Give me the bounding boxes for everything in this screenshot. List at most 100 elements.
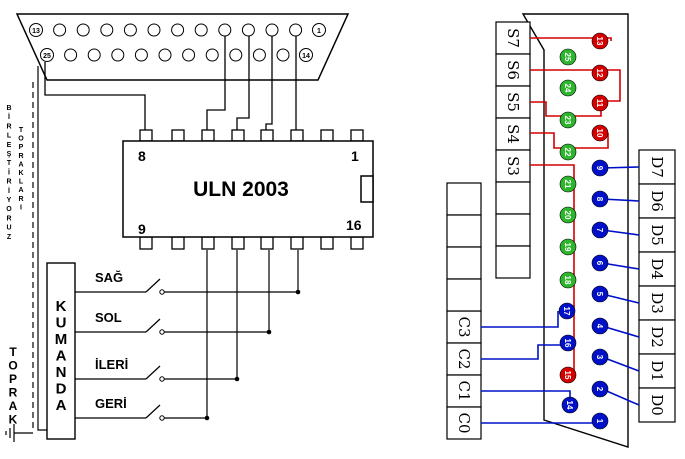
db25-bottom-row	[64, 48, 290, 62]
svg-text:12: 12	[595, 69, 604, 78]
svg-text:18: 18	[563, 276, 572, 285]
signal-wire	[481, 344, 566, 360]
control-empty-cell	[446, 182, 482, 216]
pin-6: 6	[591, 254, 609, 272]
db25-pin-hole	[64, 48, 78, 62]
controller-letter: N	[56, 364, 67, 381]
vertical-letter: R	[9, 386, 18, 400]
vertical-letter: Ş	[7, 151, 12, 158]
ic-name: ULN 2003	[193, 178, 289, 201]
signal-wire	[530, 132, 609, 149]
pin-7: 7	[591, 221, 609, 239]
vertical-letter: K	[9, 413, 18, 427]
controller-letter: M	[55, 331, 68, 348]
vertical-letter: O	[18, 136, 24, 143]
pin-11: 11	[591, 94, 609, 112]
svg-text:5: 5	[595, 292, 604, 297]
vertical-letter: T	[7, 160, 12, 167]
ic-pin	[139, 129, 153, 142]
ic-pin	[350, 129, 364, 142]
pin-19: 19	[559, 238, 577, 256]
pin-17: 17	[558, 302, 576, 320]
vertical-letter: L	[7, 133, 12, 140]
status-label-S7: S7	[504, 28, 522, 48]
vertical-letter: A	[9, 399, 18, 413]
vertical-letter: R	[18, 196, 23, 203]
ic-pin	[231, 236, 245, 250]
pin-15: 15	[559, 366, 577, 384]
svg-text:24: 24	[563, 84, 572, 93]
vertical-letter: İ	[8, 113, 10, 121]
db25-pin-hole	[76, 23, 90, 37]
status-empty-cell	[495, 213, 531, 247]
signal-wire	[601, 325, 640, 338]
controller-letter: U	[56, 315, 67, 332]
db25-pin-hole	[265, 23, 279, 37]
svg-text:23: 23	[563, 116, 572, 125]
control-label-C2: C2	[455, 348, 473, 369]
data-label-D7: D7	[648, 156, 666, 178]
control-empty-cell	[446, 246, 482, 280]
switch-label: SAĞ	[95, 270, 123, 285]
vertical-letter: K	[18, 170, 23, 177]
db25-pin-hole	[53, 23, 67, 37]
ic-top-pins	[139, 129, 364, 142]
data-cell	[638, 353, 676, 389]
ic-pin	[350, 236, 364, 250]
db25-pin-hole	[111, 48, 125, 62]
vertical-letter: İ	[8, 168, 10, 176]
pin-22: 22	[559, 143, 577, 161]
db25-pin-hole	[205, 48, 219, 62]
vertical-letter: B	[6, 105, 11, 112]
db25-female-outline	[521, 13, 629, 448]
signal-wire	[481, 311, 559, 328]
signal-wire	[530, 69, 621, 102]
data-cell	[638, 149, 676, 185]
data-cell	[638, 319, 676, 355]
svg-text:11: 11	[595, 99, 604, 108]
pin-12: 12	[591, 64, 609, 82]
vertical-letter: A	[18, 187, 23, 194]
pin-24: 24	[559, 79, 577, 97]
svg-text:21: 21	[563, 180, 572, 189]
vertical-letter: O	[8, 359, 17, 373]
svg-text:10: 10	[595, 129, 604, 138]
switch-label: SOL	[95, 310, 122, 325]
data-cell	[638, 217, 676, 253]
control-label-C3: C3	[455, 316, 473, 337]
db25-pin-hole	[276, 48, 290, 62]
switch-4: GERİ	[75, 396, 210, 421]
ic-pin	[171, 236, 185, 250]
status-label-S4: S4	[504, 124, 522, 144]
svg-text:15: 15	[563, 371, 572, 380]
ic-pin	[139, 236, 153, 250]
db25-pin-hole	[218, 23, 232, 37]
pin-4: 4	[591, 317, 609, 335]
ic-pin	[201, 129, 215, 142]
signal-wire	[530, 37, 612, 41]
db25-pin-13-label: 13	[32, 28, 40, 35]
svg-text:3: 3	[595, 355, 604, 360]
controller-letter: A	[56, 397, 67, 414]
vertical-letter: İ	[8, 187, 10, 195]
vertical-letter: R	[6, 123, 11, 130]
db25-pin-hole	[87, 48, 101, 62]
svg-text:17: 17	[562, 307, 571, 316]
ic-pin	[290, 236, 304, 250]
svg-text:13: 13	[595, 37, 604, 46]
pin-13: 13	[591, 32, 609, 50]
db25-connector: 13 1 25 14	[15, 13, 350, 81]
right-pins: 1312111025242322212019189876543211716141…	[558, 32, 609, 430]
pin-16: 16	[559, 334, 577, 352]
ic-pin	[260, 129, 274, 142]
signal-wire	[601, 388, 640, 406]
db25-pin-hole	[100, 23, 114, 37]
ic-pin	[201, 236, 215, 250]
right-wires	[481, 37, 640, 424]
